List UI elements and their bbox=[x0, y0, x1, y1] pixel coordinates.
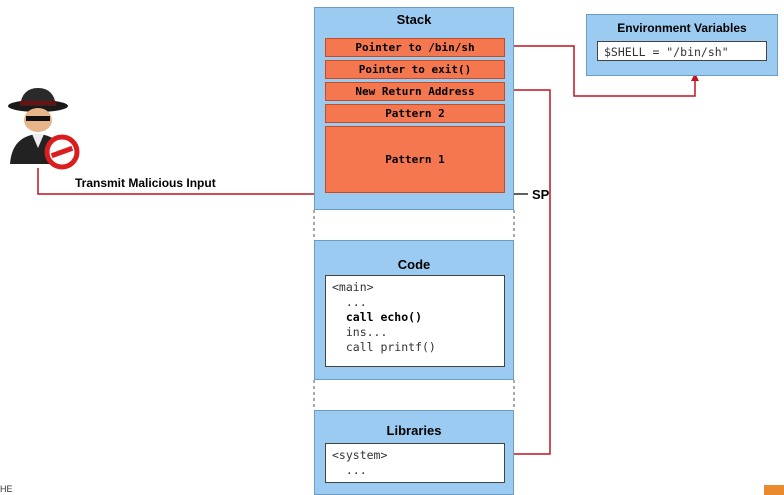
logo-icon bbox=[764, 485, 784, 495]
env-value: $SHELL = "/bin/sh" bbox=[597, 41, 767, 61]
spy-icon bbox=[8, 88, 80, 170]
code-line-call-echo: call echo() bbox=[332, 310, 423, 324]
code-panel: Code <main> ... call echo() ins... call … bbox=[314, 240, 514, 380]
code-line: ... bbox=[332, 295, 367, 309]
stack-slot-exit: Pointer to exit() bbox=[325, 60, 505, 79]
libraries-panel: Libraries <system> ... bbox=[314, 410, 514, 495]
stack-slot-return: New Return Address bbox=[325, 82, 505, 101]
code-line: call printf() bbox=[332, 340, 436, 354]
stack-panel: Stack Pointer to /bin/sh Pointer to exit… bbox=[314, 7, 514, 210]
library-line-system: <system> bbox=[332, 448, 388, 462]
env-title: Environment Variables bbox=[617, 21, 747, 35]
libraries-listing: <system> ... bbox=[325, 443, 505, 483]
binsh-arrow bbox=[503, 45, 699, 97]
attacker-icon bbox=[4, 84, 82, 172]
library-line: ... bbox=[332, 463, 367, 477]
footer-left-text: HE bbox=[0, 484, 13, 494]
sp-label: SP bbox=[532, 187, 550, 202]
stack-slot-binsh: Pointer to /bin/sh bbox=[325, 38, 505, 57]
attacker-label: Transmit Malicious Input bbox=[75, 176, 216, 190]
libraries-title: Libraries bbox=[386, 423, 442, 438]
env-panel: Environment Variables $SHELL = "/bin/sh" bbox=[586, 14, 778, 76]
code-title: Code bbox=[397, 257, 431, 272]
stack-title: Stack bbox=[396, 12, 432, 27]
code-line: <main> bbox=[332, 280, 374, 294]
code-line: ins... bbox=[332, 325, 388, 339]
stack-slot-pattern2: Pattern 2 bbox=[325, 104, 505, 123]
stack-slot-pattern1: Pattern 1 bbox=[325, 126, 505, 193]
input-arrow bbox=[37, 168, 324, 198]
code-listing: <main> ... call echo() ins... call print… bbox=[325, 275, 505, 367]
